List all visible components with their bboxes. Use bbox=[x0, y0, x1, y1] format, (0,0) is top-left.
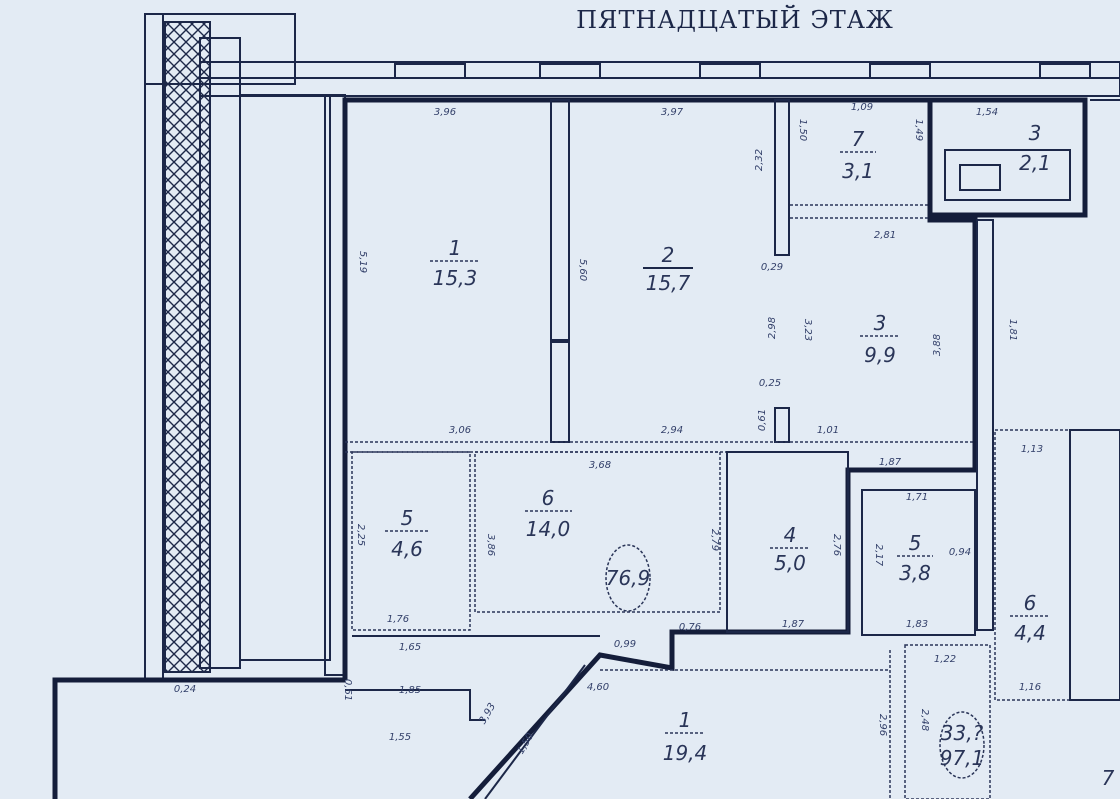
dimension-label: 1,50 bbox=[516, 731, 537, 756]
svg-text:33,?: 33,? bbox=[941, 721, 984, 745]
dimension-label: 2,96 bbox=[877, 714, 888, 736]
svg-text:1: 1 bbox=[449, 236, 462, 260]
room-4: 45,0 bbox=[770, 523, 810, 575]
dimension-label: 1,13 bbox=[1021, 444, 1043, 455]
dimension-label: 1,54 bbox=[976, 107, 998, 118]
exterior-wall-left bbox=[144, 13, 346, 680]
dimension-label: 0,99 bbox=[614, 639, 636, 650]
dimension-label: 0,61 bbox=[342, 679, 353, 701]
second-apartment-walls bbox=[861, 219, 1120, 799]
floor-title: ПЯТНАДЦАТЫЙ ЭТАЖ bbox=[576, 4, 894, 34]
svg-text:76,9: 76,9 bbox=[606, 566, 651, 590]
room-7: 73,1 bbox=[840, 127, 876, 183]
dimension-label: 0,94 bbox=[949, 547, 971, 558]
dimension-label: 3,23 bbox=[802, 319, 813, 341]
dimension-label: 2,94 bbox=[661, 425, 683, 436]
svg-text:6: 6 bbox=[542, 486, 555, 510]
dimension-label: 1,71 bbox=[906, 492, 928, 503]
svg-text:5: 5 bbox=[401, 506, 414, 530]
svg-text:7: 7 bbox=[1102, 766, 1115, 790]
dimension-label: 2,32 bbox=[754, 149, 765, 171]
dimension-label: 0,61 bbox=[757, 409, 768, 431]
svg-text:2,1: 2,1 bbox=[1019, 151, 1051, 175]
svg-text:6: 6 bbox=[1024, 591, 1037, 615]
dimension-label: 3,86 bbox=[485, 534, 496, 556]
dimension-label: 5,60 bbox=[577, 259, 588, 281]
dimension-label: 2,25 bbox=[355, 524, 366, 546]
dimension-label: 0,25 bbox=[759, 378, 781, 389]
room-5: 53,8 bbox=[897, 531, 933, 585]
apartment-2-rooms: 119,4 53,8 64,4 7 33,? 97,1 bbox=[663, 531, 1115, 790]
dimension-label: 0,29 bbox=[761, 262, 783, 273]
dimension-label: 2,81 bbox=[874, 230, 896, 241]
dimension-label: 1,55 bbox=[389, 732, 411, 743]
svg-text:3: 3 bbox=[1029, 121, 1042, 145]
svg-text:3: 3 bbox=[874, 311, 887, 335]
dimension-label: 1,87 bbox=[782, 619, 805, 630]
svg-text:5,0: 5,0 bbox=[774, 551, 806, 575]
dimension-label: 2,79 bbox=[709, 529, 720, 551]
dimension-label: 0,24 bbox=[174, 684, 196, 695]
exterior-wall-top bbox=[199, 61, 1120, 97]
apartment-1-rooms: 115,3 215,7 39,9 45,0 54,6 614,0 73,1 76… bbox=[385, 127, 900, 612]
dimension-label: 3,68 bbox=[589, 460, 611, 471]
dimension-label: 1,81 bbox=[1007, 319, 1018, 341]
svg-text:5: 5 bbox=[909, 531, 922, 555]
dimension-label: 3,06 bbox=[449, 425, 471, 436]
svg-text:1: 1 bbox=[679, 708, 692, 732]
dimension-label: 1,09 bbox=[851, 102, 873, 113]
dimension-label: 2,48 bbox=[919, 709, 930, 731]
dimension-label: 1,87 bbox=[879, 457, 902, 468]
svg-text:4: 4 bbox=[784, 523, 797, 547]
bathroom-room: 3 2,1 bbox=[1019, 121, 1051, 175]
svg-text:15,7: 15,7 bbox=[646, 271, 691, 295]
apartment-2-total-area: 33,? 97,1 bbox=[939, 711, 985, 779]
room-2: 215,7 bbox=[643, 243, 693, 295]
svg-text:7: 7 bbox=[852, 127, 865, 151]
dimension-label: 4,60 bbox=[587, 682, 609, 693]
dimension-label: 1,16 bbox=[1019, 682, 1041, 693]
dimension-label: 1,76 bbox=[387, 614, 409, 625]
dimension-label: 3,93 bbox=[478, 701, 499, 726]
svg-text:9,9: 9,9 bbox=[864, 343, 896, 367]
svg-text:97,1: 97,1 bbox=[940, 746, 985, 770]
dimension-label: 3,96 bbox=[434, 107, 456, 118]
dimension-label: 1,83 bbox=[906, 619, 928, 630]
room-6: 614,0 bbox=[525, 486, 572, 541]
svg-text:3,1: 3,1 bbox=[842, 159, 874, 183]
dimension-label: 3,97 bbox=[661, 107, 684, 118]
dimension-label: 2,17 bbox=[873, 544, 884, 567]
room-1: 115,3 bbox=[430, 236, 480, 290]
dimension-labels: 3,96 3,97 1,09 1,54 5,19 5,60 2,32 1,50 1,49 2,81… bbox=[174, 102, 1043, 756]
svg-text:3,8: 3,8 bbox=[899, 561, 931, 585]
apartment-1-total-area: 76,9 bbox=[605, 544, 651, 612]
dimension-label: 1,49 bbox=[913, 119, 924, 141]
room-1: 119,4 bbox=[663, 708, 708, 765]
dimension-label: 0,76 bbox=[679, 622, 701, 633]
dimension-label: 1,85 bbox=[399, 685, 421, 696]
bathroom-block bbox=[927, 97, 1120, 218]
svg-text:19,4: 19,4 bbox=[663, 741, 708, 765]
dimension-label: 1,65 bbox=[399, 642, 421, 653]
dimension-label: 3,88 bbox=[932, 334, 943, 356]
svg-text:4,4: 4,4 bbox=[1014, 621, 1046, 645]
dimension-label: 2,98 bbox=[767, 317, 778, 339]
dimension-label: 5,19 bbox=[357, 251, 368, 273]
dimension-label: 1,22 bbox=[934, 654, 956, 665]
room-5: 54,6 bbox=[385, 506, 430, 561]
svg-text:14,0: 14,0 bbox=[526, 517, 571, 541]
room-3: 39,9 bbox=[860, 311, 900, 367]
dimension-label: 1,01 bbox=[817, 425, 839, 436]
room-7: 7 bbox=[1102, 766, 1115, 790]
svg-text:15,3: 15,3 bbox=[433, 266, 478, 290]
svg-text:4,6: 4,6 bbox=[391, 537, 423, 561]
apartment-walls bbox=[52, 97, 978, 799]
svg-text:2: 2 bbox=[662, 243, 675, 267]
room-6: 64,4 bbox=[1010, 591, 1050, 645]
dimension-label: 2,76 bbox=[831, 534, 842, 556]
dimension-label: 1,50 bbox=[797, 119, 808, 141]
